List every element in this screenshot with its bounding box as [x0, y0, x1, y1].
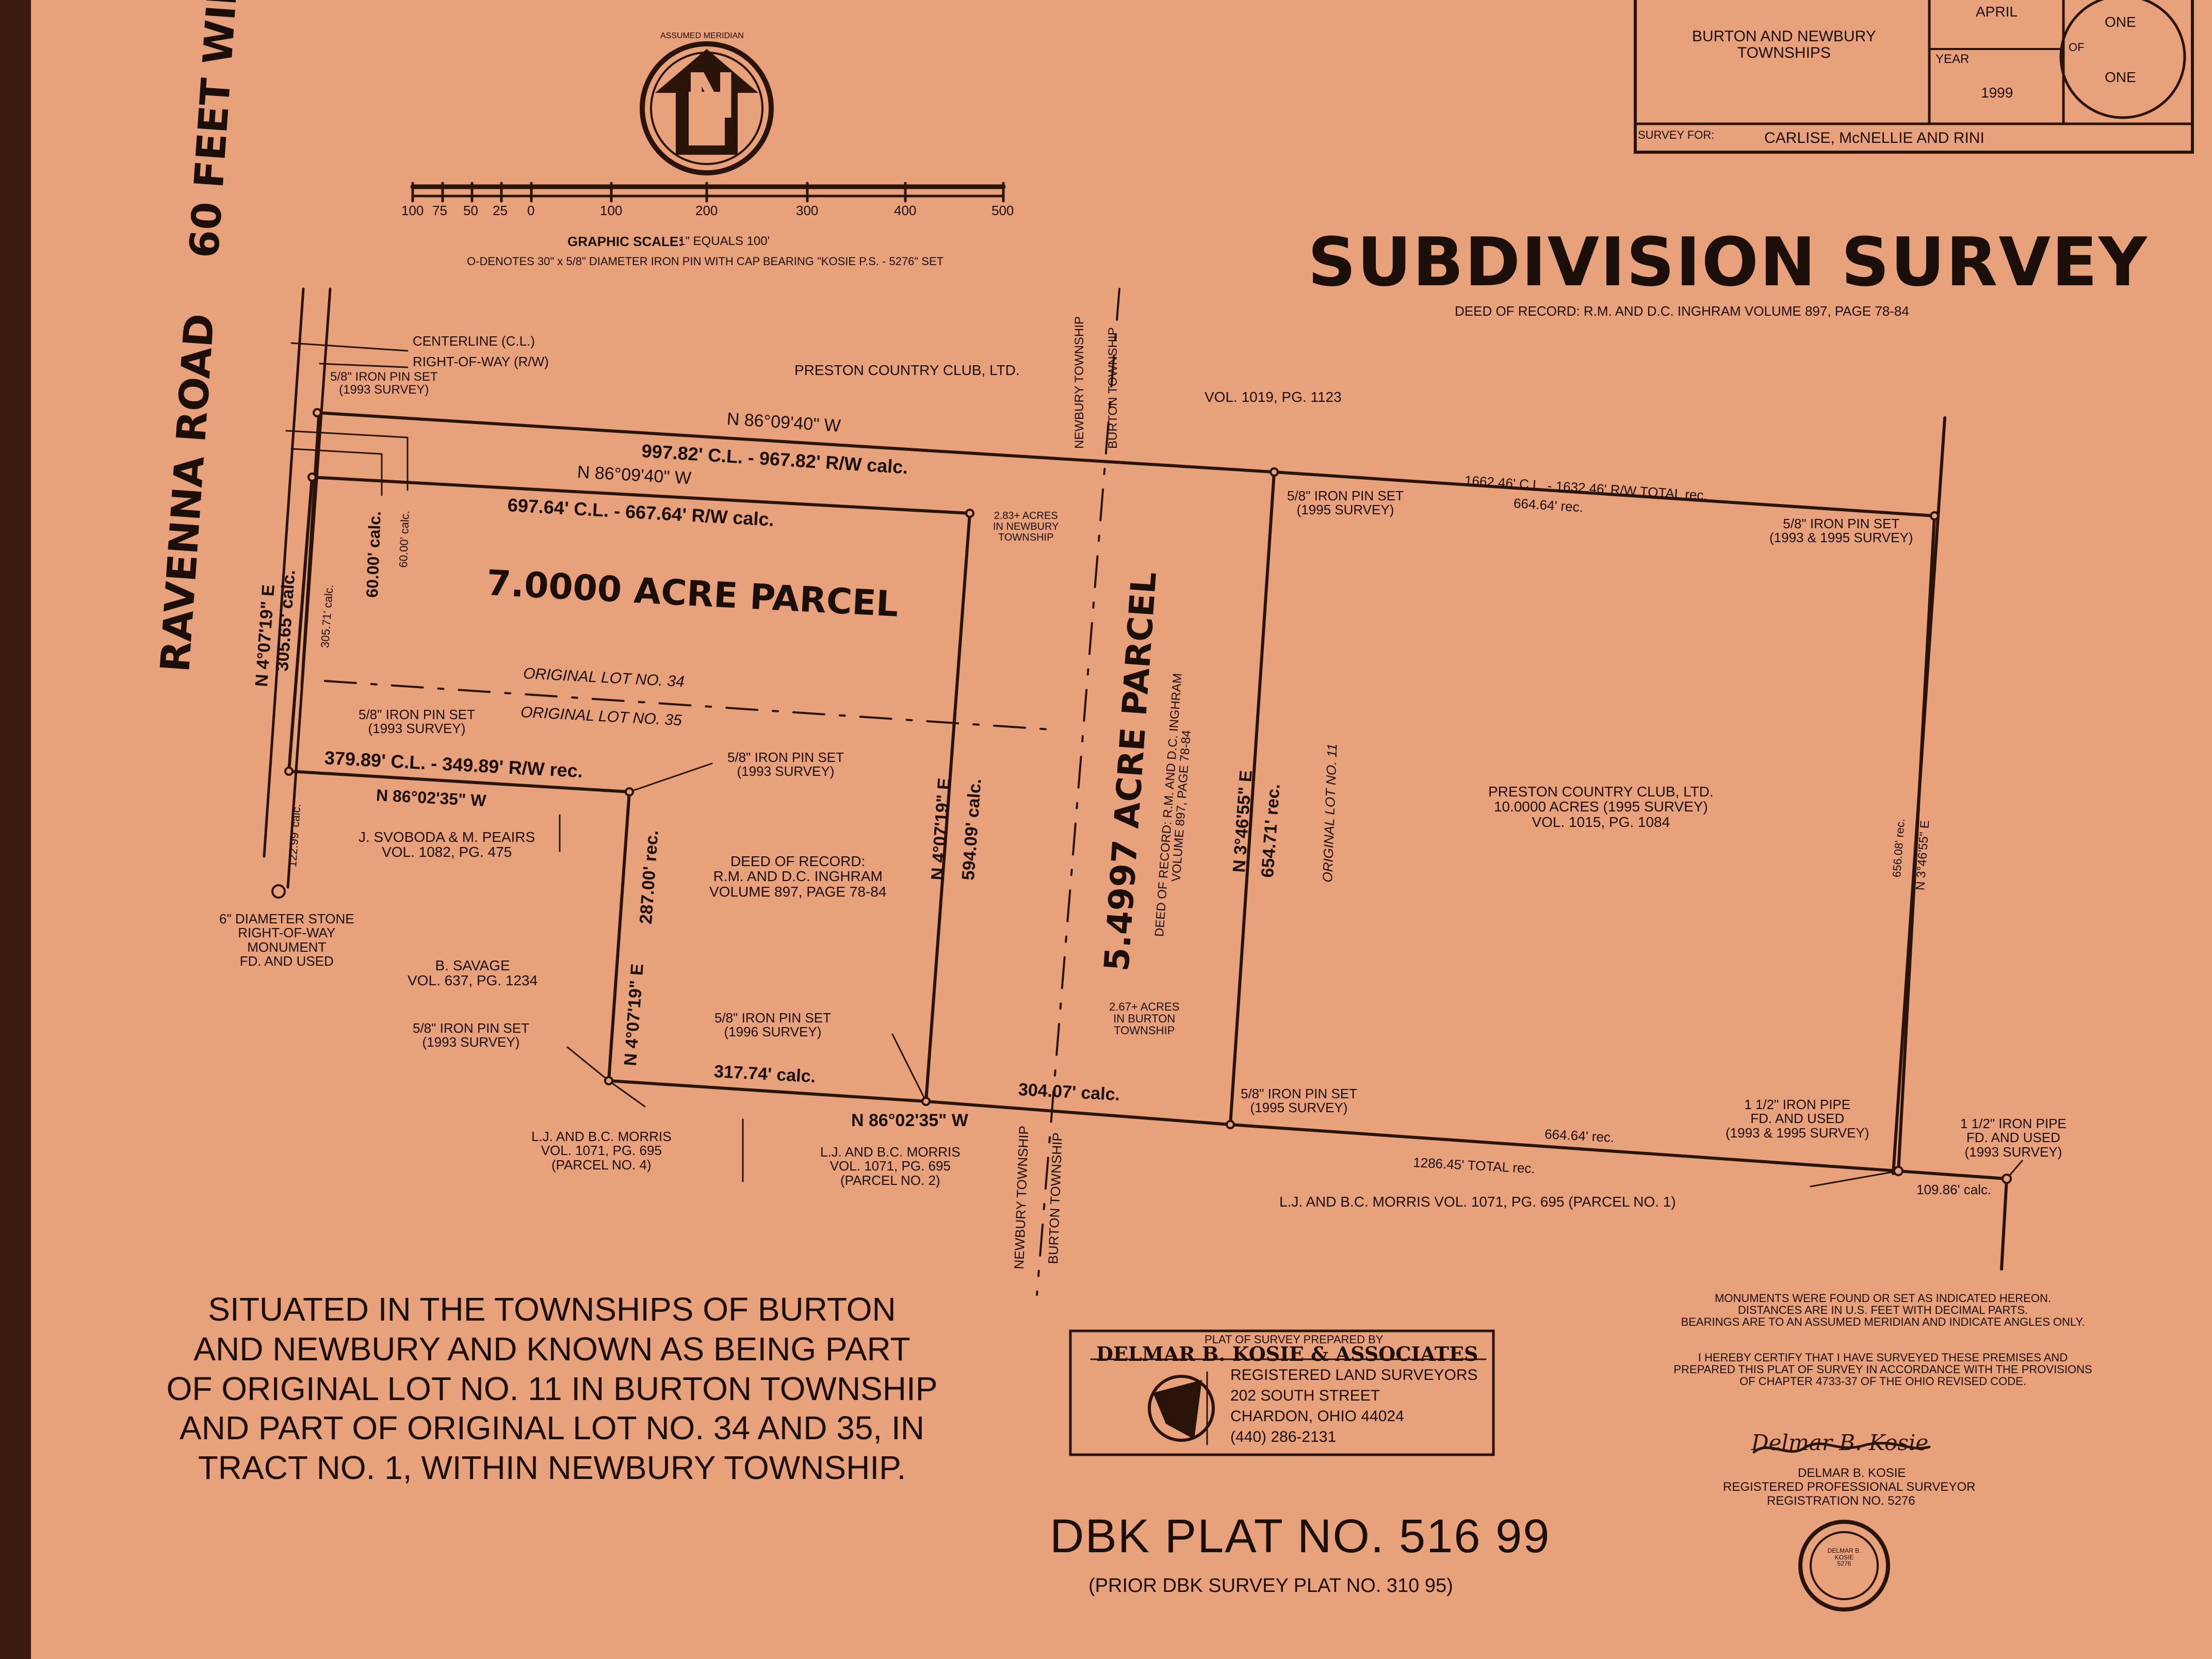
vol-1019-label: VOL. 1019, PG. 1123: [1205, 389, 1342, 405]
morris-parcel-2: L.J. AND B.C. MORRIS VOL. 1071, PG. 695 …: [820, 1144, 961, 1188]
pin-label-1995-bottom: 5/8" IRON PIN SET (1995 SURVEY): [1241, 1086, 1357, 1116]
firm-line-2: 202 SOUTH STREET: [1230, 1387, 1380, 1404]
surveyor-name: DELMAR B. KOSIE: [1798, 1466, 1906, 1480]
pin-label-1993-d: 5/8" IRON PIN SET (1993 SURVEY): [413, 1020, 529, 1050]
scale-tick-label: 100: [600, 203, 623, 218]
pin-legend: O-DENOTES 30" x 5/8" DIAMETER IRON PIN W…: [467, 255, 944, 268]
scale-tick-label: 75: [432, 203, 447, 218]
north-arrow-graphic: [640, 41, 774, 175]
survey-sheet: [31, 0, 2212, 1659]
firm-line-1: REGISTERED LAND SURVEYORS: [1230, 1367, 1478, 1384]
scale-tick-label: 200: [695, 203, 718, 218]
graphic-scale-value: 1" EQUALS 100': [678, 234, 770, 248]
pipe-label-b: 1 1/2" IRON PIPE FD. AND USED (1993 SURV…: [1960, 1116, 2067, 1160]
acres-283-label: 2.83+ ACRES IN NEWBURY TOWNSHIP: [993, 510, 1059, 543]
pin-label-1995-top: 5/8" IRON PIN SET (1995 SURVEY): [1287, 488, 1404, 518]
scale-tick-label: 300: [796, 203, 819, 218]
pin-label-1993-c: 5/8" IRON PIN SET (1993 SURVEY): [727, 750, 844, 779]
sheet-of: OF: [2069, 41, 2085, 54]
stone-monument-label: 6" DIAMETER STONE RIGHT-OF-WAY MONUMENT …: [219, 911, 354, 969]
original-lot-line: [324, 680, 1059, 731]
survey-title: SUBDIVISION SURVEY: [1308, 223, 2148, 301]
firm-line-3: CHARDON, OHIO 44024: [1230, 1408, 1404, 1425]
calc-109: 109.86' calc.: [1916, 1182, 1992, 1197]
calc-60-b: 60.00' calc.: [397, 510, 412, 568]
centerline-label: CENTERLINE (C.L.): [413, 333, 535, 349]
firm-line-4: (440) 286-2131: [1230, 1428, 1337, 1445]
seal-text: DELMAR B. KOSIE 5276: [1827, 1547, 1861, 1568]
surveyor-title: REGISTERED PROFESSIONAL SURVEYOR: [1723, 1480, 1976, 1494]
survey-for-client: CARLISE, McNELLIE AND RINI: [1764, 129, 1985, 147]
ravenna-road-lines: [263, 287, 332, 889]
pin-label-9395-top: 5/8" IRON PIN SET (1993 & 1995 SURVEY): [1769, 516, 1913, 546]
acres-267-label: 2.67+ ACRES IN BURTON TOWNSHIP: [1109, 1000, 1180, 1037]
burton-top-label: BURTON TOWNSHIP: [1106, 327, 1120, 449]
monuments-note: MONUMENTS WERE FOUND OR SET AS INDICATED…: [1681, 1292, 2085, 1329]
pin-label-1993-b: 5/8" IRON PIN SET (1993 SURVEY): [359, 707, 475, 737]
heading-deed: DEED OF RECORD: R.M. AND D.C. INGHRAM VO…: [1455, 303, 1909, 319]
graphic-scale-label: GRAPHIC SCALE:: [567, 234, 683, 249]
row-label: RIGHT-OF-WAY (R/W): [413, 354, 549, 369]
scale-tick-label: 25: [493, 203, 508, 218]
pin-label-1996: 5/8" IRON PIN SET (1996 SURVEY): [714, 1010, 831, 1040]
survey-for-label: SURVEY FOR:: [1638, 128, 1715, 141]
north-arrow-label: ASSUMED MERIDIAN: [660, 31, 744, 40]
certification-note: I HEREBY CERTIFY THAT I HAVE SURVEYED TH…: [1673, 1351, 2092, 1388]
surveyor-seal-graphic: [1798, 1520, 1890, 1612]
preston-top-label: PRESTON COUNTRY CLUB, LTD.: [794, 362, 1020, 378]
iron-pins: [271, 408, 2012, 1184]
morris-parcel-1: L.J. AND B.C. MORRIS VOL. 1071, PG. 695 …: [1279, 1194, 1676, 1210]
scale-tick-label: 0: [527, 203, 535, 218]
surveyor-signature: Delmar B. Kosie: [1751, 1430, 1929, 1455]
firm-name: DELMAR B. KOSIE & ASSOCIATES: [1096, 1342, 1478, 1365]
scale-tick-label: 100: [401, 203, 424, 218]
sheet-circle: [2059, 0, 2186, 119]
calc-60-a: 60.00' calc.: [363, 511, 384, 598]
title-year: 1999: [1981, 85, 2013, 101]
signature-line: [1752, 1442, 1931, 1454]
newbury-top-label: NEWBURY TOWNSHIP: [1072, 316, 1086, 449]
surveyor-registration: REGISTRATION NO. 5276: [1767, 1494, 1915, 1508]
pin-label-1993-a: 5/8" IRON PIN SET (1993 SURVEY): [330, 370, 438, 397]
firm-prepared-by: PLAT OF SURVEY PREPARED BY: [1205, 1333, 1384, 1346]
situated-statement: SITUATED IN THE TOWNSHIPS OF BURTON AND …: [166, 1291, 938, 1487]
bearing-bottom: N 86°02'35" W: [851, 1111, 968, 1130]
north-arrow-letter: N: [685, 61, 737, 133]
firm-box-frame: [1069, 1329, 1495, 1456]
title-month: APRIL: [1976, 4, 2018, 20]
sheet-total: ONE: [2105, 69, 2136, 85]
deed-center-label: DEED OF RECORD: R.M. AND D.C. INGHRAM VO…: [709, 853, 887, 900]
firm-globe-logo: [1148, 1375, 1215, 1442]
preston-parcel-label: PRESTON COUNTRY CLUB, LTD. 10.0000 ACRES…: [1488, 784, 1714, 830]
scale-tick-label: 400: [894, 203, 917, 218]
prior-plat-number: (PRIOR DBK SURVEY PLAT NO. 310 95): [1088, 1575, 1453, 1597]
title-block-frame: [1634, 0, 2194, 154]
graphic-scale-bar: [410, 182, 1006, 203]
scale-tick-label: 50: [463, 203, 478, 218]
scale-tick-label: 500: [991, 203, 1014, 218]
title-townships: BURTON AND NEWBURY TOWNSHIPS: [1692, 28, 1876, 61]
savage-label: B. SAVAGE VOL. 637, PG. 1234: [408, 957, 538, 989]
leader-lines: [285, 342, 2023, 1188]
title-year-label: YEAR: [1935, 52, 1970, 66]
sheet-number: ONE: [2105, 14, 2136, 30]
plat-number: DBK PLAT NO. 516 99: [1050, 1510, 1551, 1563]
svoboda-label: J. SVOBODA & M. PEAIRS VOL. 1082, PG. 47…: [359, 829, 535, 860]
pipe-label-a: 1 1/2" IRON PIPE FD. AND USED (1993 & 19…: [1726, 1097, 1869, 1141]
morris-parcel-4: L.J. AND B.C. MORRIS VOL. 1071, PG. 695 …: [531, 1129, 672, 1173]
